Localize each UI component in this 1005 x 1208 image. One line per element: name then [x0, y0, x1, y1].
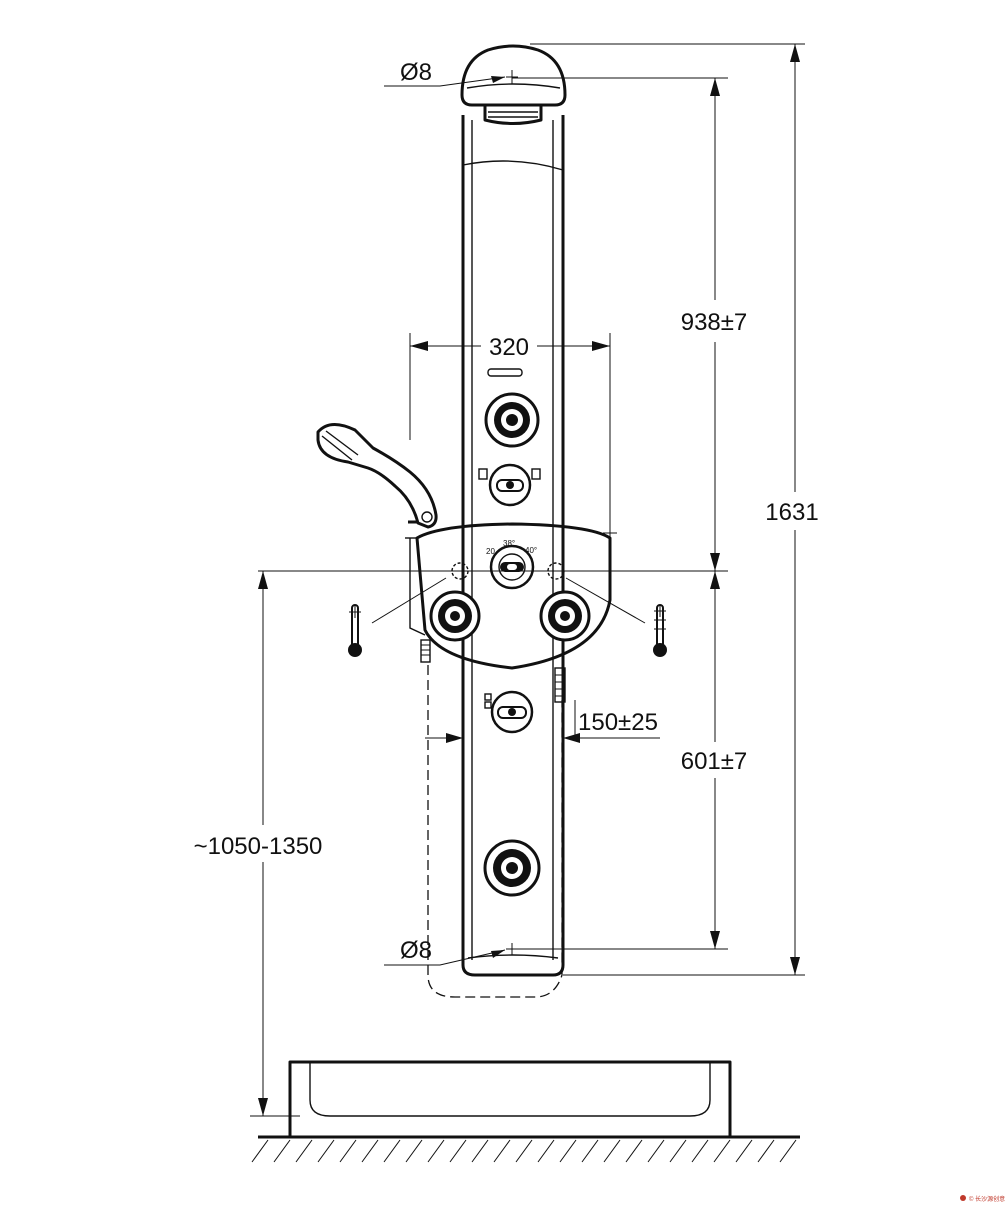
svg-text:38°: 38°	[503, 539, 515, 548]
floor-hatch-line	[427, 1139, 445, 1163]
dimension-upper-height: 938±7	[512, 77, 748, 571]
floor-hatch-line	[449, 1139, 467, 1163]
shower-tray	[288, 1060, 732, 1137]
floor-hatch-line	[471, 1139, 489, 1163]
bottom-diameter-label: Ø8	[400, 937, 432, 964]
floor-hatch-line	[537, 1139, 555, 1163]
upper-body-jet	[484, 368, 540, 448]
svg-text:20: 20	[486, 547, 495, 556]
floor-hatch-line	[273, 1139, 291, 1163]
dimension-mount-height: ~1050-1350	[194, 571, 323, 1117]
floor-hatch-line	[691, 1139, 709, 1163]
floor-hatch-line	[317, 1139, 335, 1163]
floor-hatch-line	[603, 1139, 621, 1163]
dimension-top-diameter: Ø8	[384, 59, 518, 87]
thermometer-icon	[348, 604, 362, 657]
upper-diverter-knob	[478, 463, 541, 507]
floor-hatch-line	[515, 1139, 533, 1163]
thermostat-dial: 38° 40° 20	[486, 539, 537, 590]
side-jet-right	[539, 590, 591, 642]
floor-hatch-line	[735, 1139, 753, 1163]
head-shower	[460, 44, 567, 125]
floor-hatch-line	[647, 1139, 665, 1163]
thermometer-icon	[653, 604, 667, 657]
hose-left	[420, 639, 431, 663]
top-diameter-label: Ø8	[400, 59, 432, 86]
lower-height-label: 601±7	[681, 748, 748, 775]
floor-hatch-line	[339, 1139, 357, 1163]
hose-right	[554, 667, 566, 703]
lower-diverter-knob	[484, 690, 534, 734]
floor-hatch-line	[251, 1139, 269, 1163]
floor-hatch-line	[493, 1139, 511, 1163]
dimension-offset: 150±25	[425, 700, 660, 743]
floor-hatch-line	[295, 1139, 313, 1163]
dimension-width: 320	[409, 332, 611, 540]
total-height-label: 1631	[765, 499, 818, 526]
installation-outline	[427, 665, 563, 998]
upper-height-label: 938±7	[681, 309, 748, 336]
dimension-lower-height: 601±7	[512, 571, 748, 950]
dimension-total-height: 1631	[530, 43, 819, 976]
width-label: 320	[489, 334, 529, 361]
floor-hatch-line	[669, 1139, 687, 1163]
floor-hatch-line	[581, 1139, 599, 1163]
dimension-bottom-diameter: Ø8	[384, 937, 518, 966]
floor-hatch-line	[713, 1139, 731, 1163]
offset-label: 150±25	[578, 709, 658, 736]
floor-hatch-line	[757, 1139, 775, 1163]
floor-hatch-line	[383, 1139, 401, 1163]
floor-hatch-line	[625, 1139, 643, 1163]
lower-body-jet	[483, 839, 541, 897]
watermark: © 长沙源创意	[960, 1195, 1005, 1203]
floor-hatch-line	[779, 1139, 797, 1163]
side-jet-left	[429, 590, 481, 642]
mount-height-label: ~1050-1350	[194, 833, 323, 860]
hand-shower	[316, 423, 438, 529]
svg-text:40°: 40°	[525, 546, 537, 555]
floor-hatch-line	[361, 1139, 379, 1163]
floor-hatch-line	[405, 1139, 423, 1163]
floor-hatch-line	[559, 1139, 577, 1163]
floor	[251, 1135, 800, 1163]
watermark-text: © 长沙源创意	[969, 1195, 1005, 1203]
